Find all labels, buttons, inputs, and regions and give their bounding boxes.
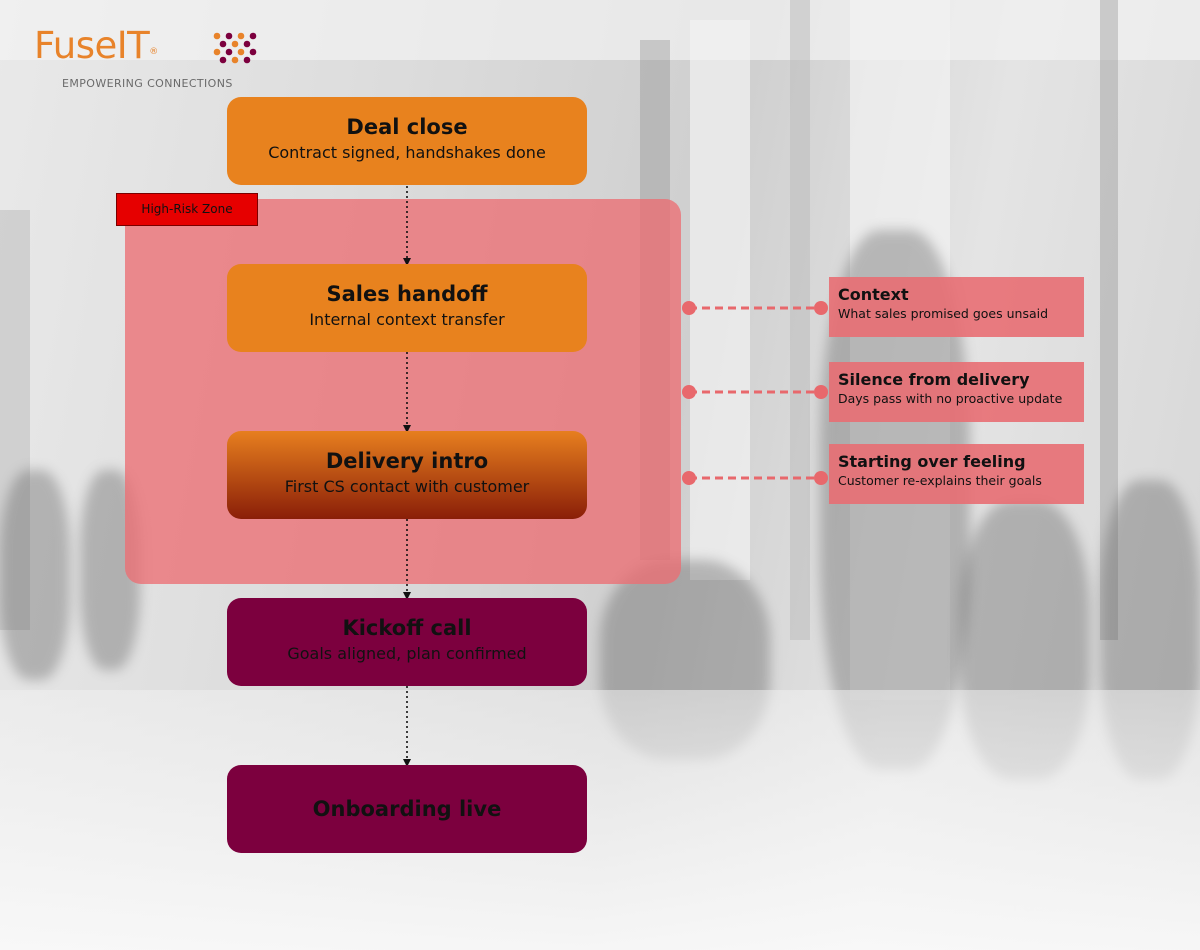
risk-detail: Customer re-explains their goals — [838, 473, 1042, 488]
bg-person-blur — [0, 470, 70, 680]
step-onboarding-live: Onboarding live — [227, 765, 587, 853]
bg-column — [1100, 0, 1118, 640]
brand-logo: FuseIT® EMPOWERING CONNECTIONS — [34, 26, 257, 90]
step-subtitle: First CS contact with customer — [284, 477, 530, 496]
registered-mark: ® — [149, 47, 158, 57]
bg-column — [690, 20, 750, 580]
risk-note-starting-over: Starting over feeling Customer re-explai… — [829, 444, 1084, 504]
step-subtitle: Goals aligned, plan confirmed — [287, 644, 527, 663]
brand-wordmark: FuseIT® — [34, 26, 158, 66]
risk-detail: What sales promised goes unsaid — [838, 306, 1049, 321]
step-title: Deal close — [346, 115, 468, 139]
risk-note-context: Context What sales promised goes unsaid — [829, 277, 1084, 337]
footer-site: FuseIT.com — [1012, 892, 1123, 916]
risk-title: Context — [838, 285, 909, 304]
risk-title: Starting over feeling — [838, 452, 1026, 471]
step-title: Delivery intro — [325, 449, 489, 473]
bg-ceiling — [0, 0, 1200, 60]
risk-link-dot — [814, 385, 828, 399]
bg-floor — [0, 690, 1200, 950]
bg-column — [850, 0, 950, 700]
step-sales-handoff: Sales handoff Internal context transfer — [227, 264, 587, 352]
risk-title: Silence from delivery — [838, 370, 1030, 389]
step-title: Kickoff call — [342, 616, 472, 640]
risk-link-dot — [814, 471, 828, 485]
step-subtitle: Contract signed, handshakes done — [268, 143, 546, 162]
risk-link-dot — [682, 471, 696, 485]
bg-column — [0, 210, 30, 630]
bg-column — [790, 0, 810, 640]
risk-note-silence: Silence from delivery Days pass with no … — [829, 362, 1084, 422]
step-delivery-intro: Delivery intro First CS contact with cus… — [227, 431, 587, 519]
brand-tagline: EMPOWERING CONNECTIONS — [62, 77, 233, 90]
step-deal-close: Deal close Contract signed, handshakes d… — [227, 97, 587, 185]
risk-link-dot — [682, 301, 696, 315]
high-risk-zone-label: High-Risk Zone — [116, 193, 258, 226]
risk-link-dot — [814, 301, 828, 315]
risk-detail: Days pass with no proactive update — [838, 391, 1063, 406]
risk-link-dot — [682, 385, 696, 399]
step-subtitle: Internal context transfer — [309, 310, 505, 329]
step-title: Sales handoff — [326, 282, 488, 306]
step-title: Onboarding live — [312, 797, 502, 821]
dots-grid-icon — [213, 32, 257, 64]
brand-name: FuseIT — [34, 24, 150, 67]
step-kickoff-call: Kickoff call Goals aligned, plan confirm… — [227, 598, 587, 686]
